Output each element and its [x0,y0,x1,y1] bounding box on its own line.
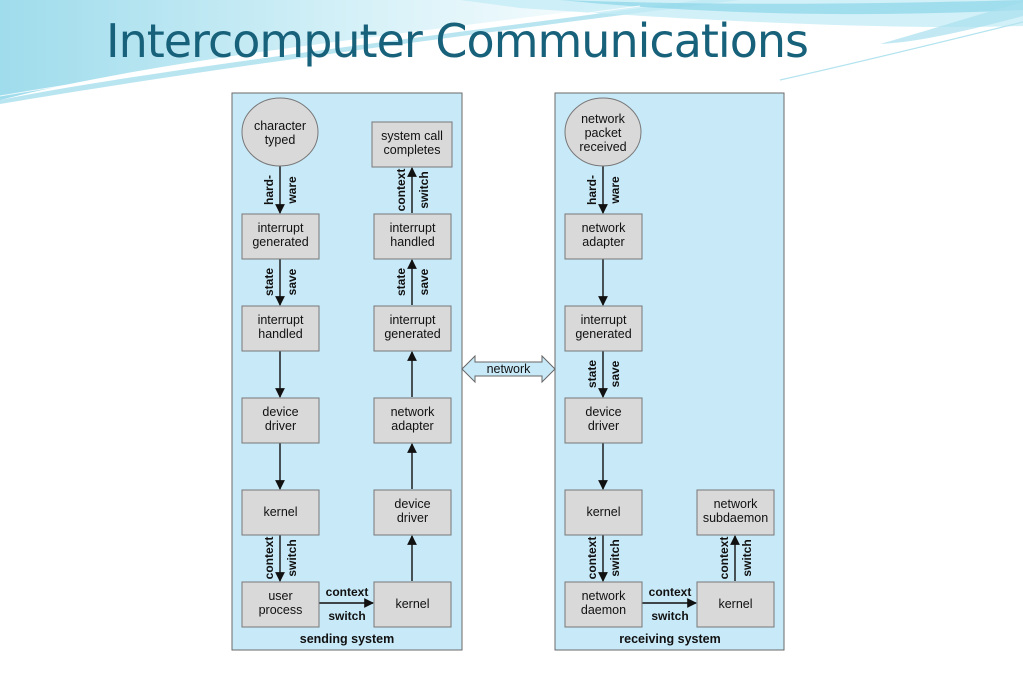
node-network-subdaemon [696,489,775,536]
node-label-line2: generated [252,235,308,249]
node-device-driver-recv [564,397,643,444]
edge-label-switch: switch [285,539,299,576]
receiving-system-panel [554,92,785,651]
receiving-system-label: receiving system [619,632,720,646]
edge-label-context: context [262,537,276,580]
page-title: Intercomputer Communications [106,14,809,68]
edge-label-switch: switch [417,171,431,208]
node-character-typed-line2: typed [265,133,296,147]
node-character-typed-line1: character [254,119,306,133]
sending-edge-labels: hard- ware state save context switch con… [262,169,431,623]
node-interrupt-generated-recv [564,305,643,352]
node-network-adapter-send [373,397,452,444]
node-label-line2: packet [585,126,622,140]
node-label: kernel [718,597,752,611]
node-label-line2: driver [397,511,428,525]
edge-label-context: context [649,585,692,599]
node-label-line1: interrupt [581,313,627,327]
node-kernel-recv-right [696,581,775,628]
node-network-adapter-recv [564,213,643,260]
node-label-line2: subdaemon [703,511,768,525]
node-label-line1: device [262,405,298,419]
node-system-call-completes [371,121,453,168]
node-interrupt-handled-send-right [373,213,452,260]
edge-label-save: save [417,268,431,295]
node-label: kernel [395,597,429,611]
node-interrupt-generated-send [241,213,320,260]
edge-label-context: context [585,537,599,580]
node-label-line2: generated [575,327,631,341]
edge-label-state: state [262,268,276,296]
network-link-arrow [461,354,556,384]
node-label-line1: interrupt [258,313,304,327]
node-label-line1: network [714,497,759,511]
node-interrupt-generated-send-right [373,305,452,352]
edge-label-hard: hard- [262,175,276,205]
node-label-line2: handled [390,235,435,249]
node-label-line1: network [581,112,626,126]
edge-label-switch: switch [608,539,622,576]
edge-label-save: save [608,360,622,387]
node-kernel-send-right [373,581,452,628]
node-device-driver-send-left [241,397,320,444]
node-label-line1: device [585,405,621,419]
node-network-packet-received [564,97,642,167]
node-label-line2: driver [265,419,296,433]
edge-label-context: context [326,585,369,599]
node-label-line1: network [391,405,436,419]
node-label-line1: system call [381,129,443,143]
node-kernel-recv-left [564,489,643,536]
sending-system-panel [231,92,463,651]
node-label-line3: received [579,140,626,154]
node-kernel-send-left [241,489,320,536]
edge-label-hard: hard- [585,175,599,205]
node-network-daemon [564,581,643,628]
edge-label-switch: switch [651,609,688,623]
edge-label-context: context [717,537,731,580]
receiving-edge-labels: hard- ware state save context switch con… [585,175,754,623]
edge-label-context: context [394,169,408,212]
node-label: kernel [263,505,297,519]
edge-label-save: save [285,268,299,295]
node-label-line2: generated [384,327,440,341]
node-label-line1: interrupt [390,313,436,327]
network-link-label: network [487,362,532,376]
node-user-process [241,581,320,628]
node-label-line1: interrupt [258,221,304,235]
node-label-line2: driver [588,419,619,433]
edge-label-switch: switch [740,539,754,576]
edge-label-ware: ware [608,176,622,205]
edge-label-ware: ware [285,176,299,205]
edge-label-switch: switch [328,609,365,623]
sending-system-label: sending system [300,632,394,646]
node-label-line2: adapter [582,235,624,249]
node-label-line1: interrupt [390,221,436,235]
node-label-line2: daemon [581,603,626,617]
node-label-line2: process [259,603,303,617]
node-label-line1: device [394,497,430,511]
node-label-line2: completes [384,143,441,157]
node-label: kernel [586,505,620,519]
edge-label-state: state [394,268,408,296]
node-interrupt-handled-send [241,305,320,352]
node-character-typed [241,97,319,167]
node-label-line2: handled [258,327,303,341]
node-label-line1: user [268,589,292,603]
edge-label-state: state [585,360,599,388]
node-label-line1: network [582,589,627,603]
node-device-driver-send-right [373,489,452,536]
node-label-line2: adapter [391,419,433,433]
node-label-line1: network [582,221,627,235]
